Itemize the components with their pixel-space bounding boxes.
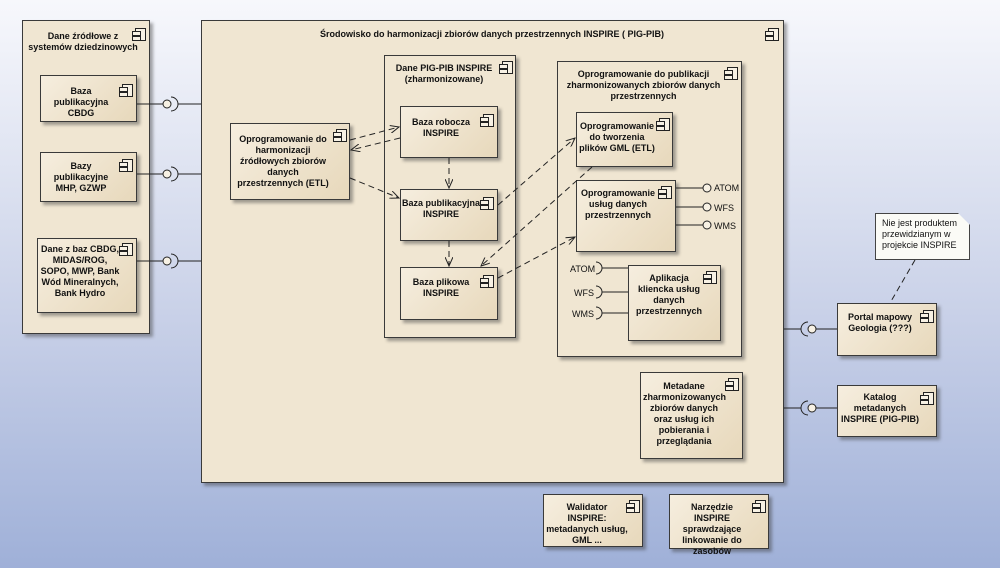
component-icon: [703, 271, 717, 284]
gml-tool-label: Oprogramowanie do tworzenia plików GML (…: [579, 121, 655, 153]
wms-required: [595, 306, 628, 320]
component-icon: [658, 186, 672, 199]
client-app-label: Aplikacja kliencka usług danych przestrz…: [635, 273, 703, 316]
link-check-tool[interactable]: Narzędzie INSPIRE sprawdzające linkowani…: [669, 494, 769, 556]
client-application[interactable]: Aplikacja kliencka usług danych przestrz…: [628, 265, 721, 341]
component-icon: [480, 275, 494, 288]
atom-interface-label: ATOM: [714, 183, 740, 193]
wfs-required: [595, 285, 628, 299]
wfs-provided: [676, 202, 712, 212]
component-icon: [480, 114, 494, 127]
file-to-services: [497, 237, 575, 279]
inspire-publication-db[interactable]: Baza publikacyjna INSPIRE: [400, 189, 498, 241]
component-icon: [132, 28, 146, 41]
cbdg-publication-db[interactable]: Baza publikacyjna CBDG: [40, 75, 137, 122]
working-db[interactable]: Baza robocza INSPIRE: [400, 106, 498, 158]
source-db-interface: [137, 253, 201, 269]
spatial-data-services[interactable]: Oprogramowanie usług danych przestrzenny…: [576, 180, 676, 252]
source-databases[interactable]: Dane z baz CBDG, MIDAS/ROG, SOPO, MWP, B…: [37, 238, 137, 313]
component-icon: [656, 118, 670, 131]
atom-required: [595, 261, 628, 275]
mhp-gzwp-label: Bazy publikacyjne MHP, GZWP: [53, 161, 109, 193]
file-db-label: Baza plikowa INSPIRE: [412, 277, 470, 298]
source-databases-label: Dane z baz CBDG, MIDAS/ROG, SOPO, MWP, B…: [40, 244, 120, 298]
working-db-to-etl: [351, 137, 401, 150]
map-portal[interactable]: Portal mapowy Geologia (???): [837, 303, 937, 356]
atom-required-label: ATOM: [570, 264, 596, 274]
etl-to-working-db: [349, 127, 399, 141]
component-icon: [920, 392, 934, 405]
etl-label: Oprogramowanie do harmonizacji źródłowyc…: [237, 134, 329, 188]
cbdg-publication-db-label: Baza publikacyjna CBDG: [53, 86, 109, 118]
file-db[interactable]: Baza plikowa INSPIRE: [400, 267, 498, 320]
component-icon: [119, 84, 133, 97]
metadata-label: Metadane zharmonizowanych zbiorów danych…: [643, 381, 727, 446]
component-icon: [752, 500, 766, 513]
metadata-component[interactable]: Metadane zharmonizowanych zbiorów danych…: [640, 372, 743, 459]
harmonized-title: Dane PIG-PIB INSPIRE (zharmonizowane): [395, 63, 493, 84]
atom-provided: [676, 183, 712, 193]
note-text: Nie jest produktem przewidzianym w proje…: [882, 218, 958, 250]
project-note: Nie jest produktem przewidzianym w proje…: [875, 213, 970, 260]
environment-title: Środowisko do harmonizacji zbiorów danyc…: [319, 29, 665, 39]
mhp-gzwp-publication-db[interactable]: Bazy publikacyjne MHP, GZWP: [40, 152, 137, 202]
link-tool-label: Narzędzie INSPIRE sprawdzające linkowani…: [682, 502, 742, 556]
working-db-label: Baza robocza INSPIRE: [411, 117, 471, 138]
inspire-validator[interactable]: Walidator INSPIRE: metadanych usług, GML…: [543, 494, 643, 547]
component-icon: [920, 310, 934, 323]
mhp-interface: [137, 166, 201, 182]
note-to-portal: [889, 259, 916, 304]
gml-creation-software[interactable]: Oprogramowanie do tworzenia plików GML (…: [576, 112, 673, 167]
etl-harmonization-software[interactable]: Oprogramowanie do harmonizacji źródłowyc…: [230, 123, 350, 200]
inspire-publication-db-label: Baza publikacyjna INSPIRE: [401, 198, 481, 219]
validator-label: Walidator INSPIRE: metadanych usług, GML…: [546, 502, 628, 545]
portal-interface: [784, 321, 837, 337]
component-icon: [499, 61, 513, 74]
component-icon: [725, 378, 739, 391]
component-icon: [333, 129, 347, 142]
catalog-label: Katalog metadanych INSPIRE (PIG-PIB): [840, 392, 919, 424]
wfs-required-label: WFS: [574, 288, 594, 298]
gml-to-file: [481, 166, 593, 266]
component-icon: [626, 500, 640, 513]
catalog-interface: [784, 400, 837, 416]
cbdg-interface: [137, 96, 201, 112]
wms-interface-label: WMS: [714, 221, 736, 231]
wfs-interface-label: WFS: [714, 203, 734, 213]
etl-to-publication-db: [349, 177, 399, 198]
component-icon: [765, 28, 779, 41]
component-icon: [119, 243, 133, 256]
source-systems-title: Dane źródłowe z systemów dziedzinowych: [28, 31, 138, 52]
services-label: Oprogramowanie usług danych przestrzenny…: [580, 188, 655, 220]
wms-required-label: WMS: [572, 309, 594, 319]
component-icon: [724, 67, 738, 80]
publishing-title: Oprogramowanie do publikacji zharmonizow…: [566, 69, 721, 101]
publication-to-gml: [497, 138, 575, 206]
metadata-catalog[interactable]: Katalog metadanych INSPIRE (PIG-PIB): [837, 385, 937, 437]
portal-label: Portal mapowy Geologia (???): [847, 312, 912, 333]
wms-provided: [676, 220, 712, 230]
component-icon: [480, 197, 494, 210]
component-icon: [119, 159, 133, 172]
